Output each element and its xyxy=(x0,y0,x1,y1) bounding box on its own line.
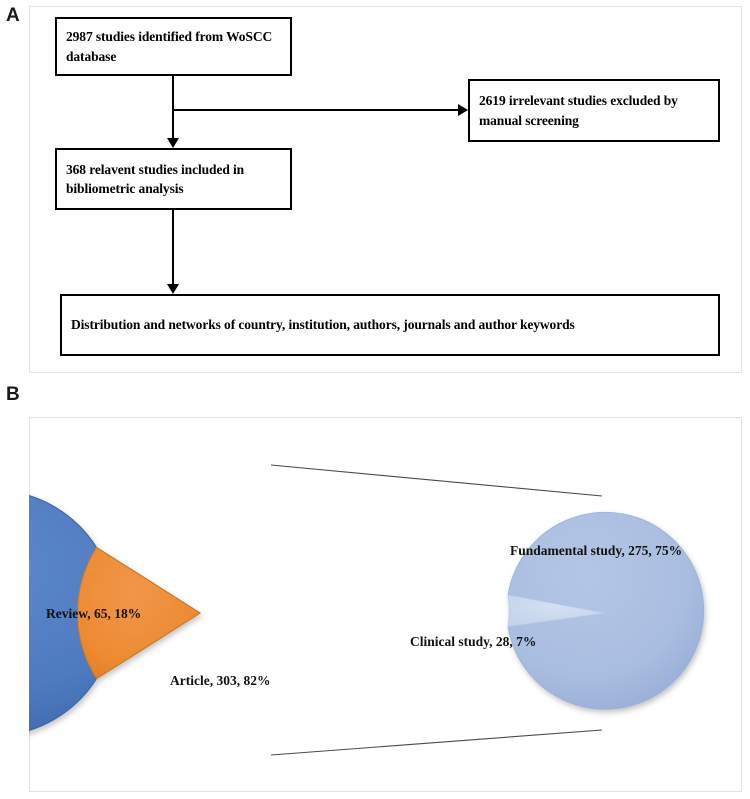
flow-box-outcome: Distribution and networks of country, in… xyxy=(60,294,720,356)
flow-box-included-text: 368 relavent studies included in bibliom… xyxy=(66,161,245,196)
arrow-down-icon xyxy=(167,138,179,148)
pie-chart-svg: Review, 65, 18% Article, 303, 82% Fundam… xyxy=(29,464,705,756)
connector-included-to-outcome xyxy=(172,210,174,286)
flow-box-outcome-text: Distribution and networks of country, in… xyxy=(71,317,575,333)
pie-slice-review xyxy=(77,546,201,680)
flow-box-identified-text: 2987 studies identified from WoSCC datab… xyxy=(66,29,273,64)
pie-slice-fundamental xyxy=(507,511,705,710)
flow-box-included: 368 relavent studies included in bibliom… xyxy=(55,148,292,210)
pie-label-review: Review, 65, 18% xyxy=(46,606,141,621)
pie-label-clinical: Clinical study, 28, 7% xyxy=(410,634,536,649)
arrow-down-icon xyxy=(167,284,179,294)
pie-label-fundamental: Fundamental study, 275, 75% xyxy=(510,543,682,558)
panel-label-b: B xyxy=(6,384,20,405)
flow-box-identified: 2987 studies identified from WoSCC datab… xyxy=(55,17,292,76)
pie-slice-clinical xyxy=(507,594,606,627)
pie-label-article: Article, 303, 82% xyxy=(170,673,270,688)
callout-line-top xyxy=(270,464,603,497)
study-type-pie xyxy=(507,511,705,710)
connector-branch-to-excluded xyxy=(172,109,460,111)
connector-identified-to-included xyxy=(172,76,174,140)
document-type-pie xyxy=(29,495,201,731)
callout-line-bottom xyxy=(270,729,603,756)
arrow-right-icon xyxy=(458,104,468,116)
flow-box-excluded-text: 2619 irrelevant studies excluded by manu… xyxy=(479,93,678,128)
panel-label-a: A xyxy=(6,5,20,26)
flow-box-excluded: 2619 irrelevant studies excluded by manu… xyxy=(468,79,720,142)
pie-chart-panel: Review, 65, 18% Article, 303, 82% Fundam… xyxy=(29,417,742,792)
